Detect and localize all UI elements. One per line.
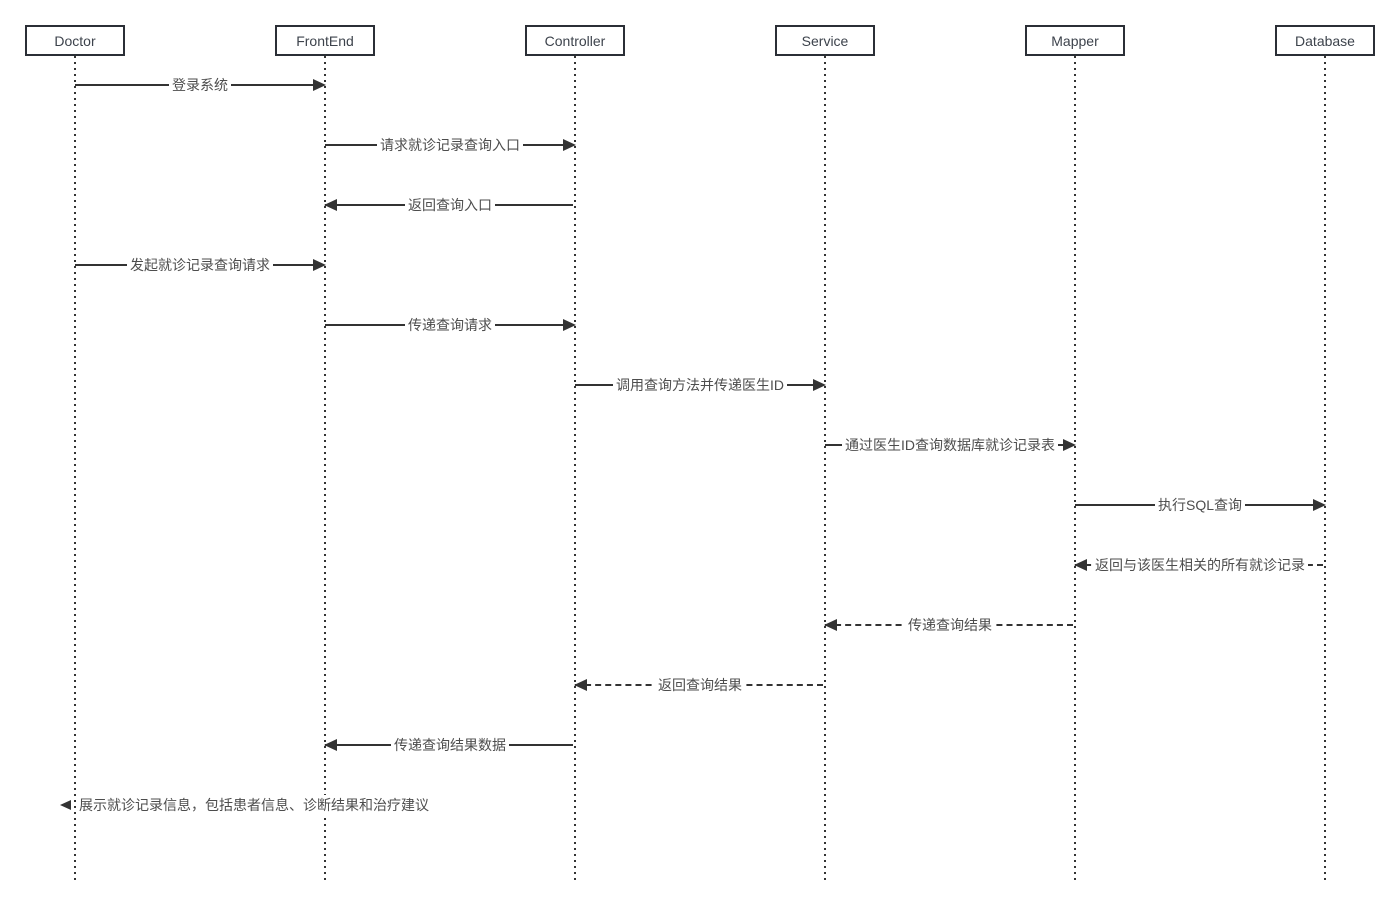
message-label: 调用查询方法并传递医生ID <box>613 375 787 395</box>
participant-box-mapper: Mapper <box>1025 25 1125 56</box>
participant-box-doctor: Doctor <box>25 25 125 56</box>
arrowhead-right-icon <box>313 79 326 91</box>
lifeline-doctor <box>74 56 76 882</box>
participant-box-database: Database <box>1275 25 1375 56</box>
arrowhead-right-icon <box>563 139 576 151</box>
message-label: 传递查询结果数据 <box>391 735 509 755</box>
message-label: 执行SQL查询 <box>1154 495 1246 515</box>
participant-label-service: Service <box>801 32 849 49</box>
message-label: 返回查询结果 <box>655 675 745 695</box>
arrowhead-right-icon <box>563 319 576 331</box>
participant-label-controller: Controller <box>544 32 606 49</box>
arrowhead-left-icon <box>1074 559 1087 571</box>
lifeline-controller <box>574 56 576 882</box>
participant-label-mapper: Mapper <box>1051 32 1099 49</box>
arrowhead-right-icon <box>1313 499 1326 511</box>
arrowhead-right-icon <box>813 379 826 391</box>
message-label: 通过医生ID查询数据库就诊记录表 <box>842 435 1058 455</box>
message-label: 发起就诊记录查询请求 <box>127 255 273 275</box>
arrowhead-right-icon <box>313 259 326 271</box>
participant-box-controller: Controller <box>525 25 625 56</box>
lifeline-service <box>824 56 826 882</box>
lifeline-frontend <box>324 56 326 882</box>
lifeline-database <box>1324 56 1326 882</box>
message-label: 展示就诊记录信息，包括患者信息、诊断结果和治疗建议 <box>77 795 431 815</box>
arrowhead-left-icon <box>574 679 587 691</box>
arrowhead-left-icon <box>324 199 337 211</box>
lifeline-mapper <box>1074 56 1076 882</box>
participant-box-frontend: FrontEnd <box>275 25 375 56</box>
message-label: 返回与该医生相关的所有就诊记录 <box>1092 555 1308 575</box>
participant-label-doctor: Doctor <box>54 32 96 49</box>
participant-label-frontend: FrontEnd <box>296 32 354 49</box>
message-label: 传递查询结果 <box>905 615 995 635</box>
message-label: 返回查询入口 <box>405 195 495 215</box>
participant-label-database: Database <box>1295 32 1355 49</box>
arrowhead-left-icon <box>60 800 71 810</box>
message-label: 登录系统 <box>169 75 231 95</box>
participant-box-service: Service <box>775 25 875 56</box>
message-label: 请求就诊记录查询入口 <box>377 135 523 155</box>
arrowhead-left-icon <box>824 619 837 631</box>
arrowhead-left-icon <box>324 739 337 751</box>
message-label: 传递查询请求 <box>405 315 495 335</box>
arrowhead-right-icon <box>1063 439 1076 451</box>
